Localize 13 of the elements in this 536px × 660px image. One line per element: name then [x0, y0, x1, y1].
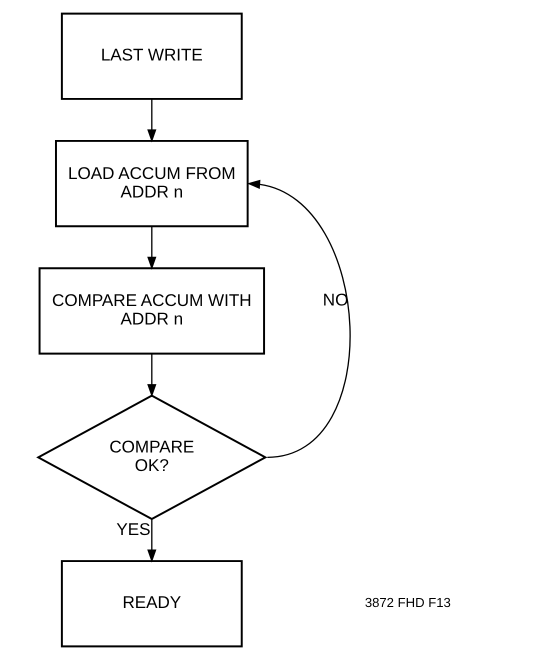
node-box: LAST WRITE [60, 12, 243, 100]
node-box: COMPARE ACCUM WITH ADDR n [38, 267, 266, 355]
arrow [147, 226, 156, 270]
node-diamond: COMPARE OK? [36, 394, 268, 520]
label: 3872 FHD F13 [364, 595, 451, 610]
edge-label: YES [116, 520, 150, 539]
arrow [147, 519, 156, 563]
node-box: READY [60, 560, 243, 648]
arrow [147, 99, 156, 143]
edge-label: NO [322, 290, 348, 310]
arrow [246, 180, 351, 458]
arrow [147, 354, 156, 398]
node-box: LOAD ACCUM FROM ADDR n [55, 140, 249, 228]
